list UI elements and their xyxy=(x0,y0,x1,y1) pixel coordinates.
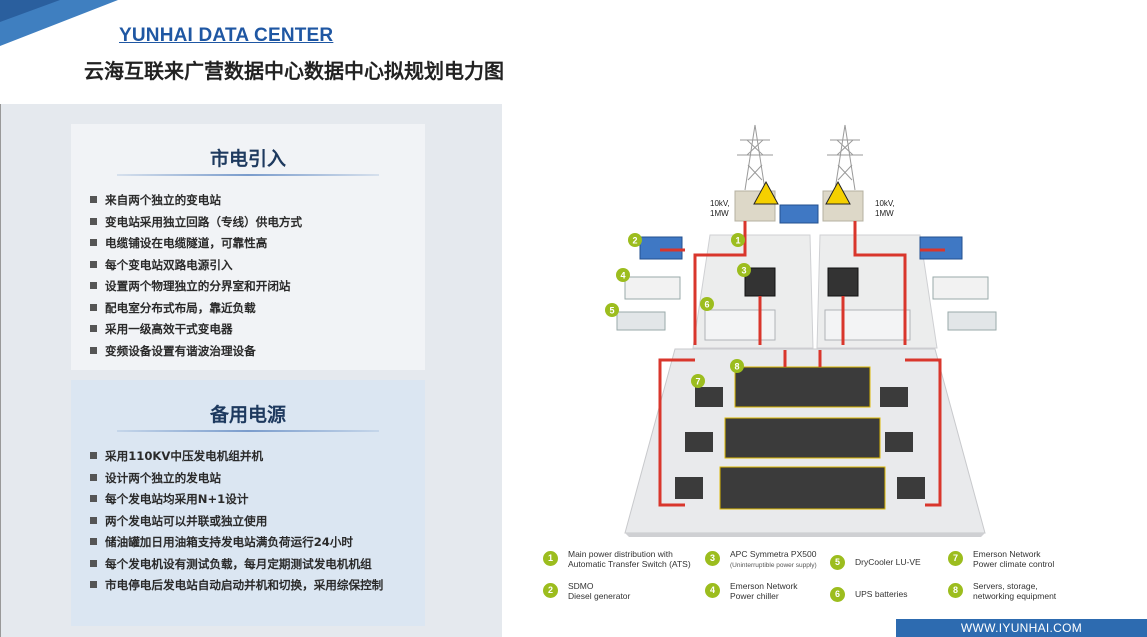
marker-2: 2 xyxy=(628,233,642,247)
svg-text:8: 8 xyxy=(734,362,739,372)
drycooler-left xyxy=(616,311,666,331)
supply-label-left-kv: 10kV, xyxy=(710,199,730,208)
marker-1: 1 xyxy=(731,233,745,247)
bullet-square-icon xyxy=(90,196,97,203)
chiller-left xyxy=(624,276,681,300)
list-item: 每个发电站均采用N+1设计 xyxy=(90,489,425,511)
bullet-square-icon xyxy=(90,260,97,268)
battery-rack-right xyxy=(824,309,911,341)
generator-left xyxy=(639,236,683,260)
bullet-square-icon xyxy=(90,495,97,502)
drycooler-right xyxy=(947,311,997,331)
svg-text:2: 2 xyxy=(632,236,637,246)
climate-unit-6 xyxy=(897,477,925,499)
list-item: 每个变电站双路电源引入 xyxy=(90,255,425,277)
floor-shadow xyxy=(625,533,985,537)
panel-grid-power: 市电引入 来自两个独立的变电站 变电站采用独立回路（专线）供电方式 电缆铺设在电… xyxy=(71,124,425,370)
marker-7: 7 xyxy=(691,374,705,388)
marker-8: 8 xyxy=(730,359,744,373)
server-row-2 xyxy=(724,417,881,459)
server-row-3 xyxy=(719,466,886,510)
hazard-icon-left xyxy=(753,180,779,205)
list-item: 设置两个物理独立的分界室和开闭站 xyxy=(90,276,425,298)
climate-unit-5 xyxy=(885,432,913,452)
supply-label-right-kv: 10kV, xyxy=(875,199,895,208)
legend-badge: 8 xyxy=(948,583,963,598)
generator-right xyxy=(919,236,963,260)
switchgear-center xyxy=(779,204,819,224)
svg-text:5: 5 xyxy=(609,306,614,316)
list-item: 来自两个独立的变电站 xyxy=(90,190,425,212)
list-item: 配电室分布式布局，靠近负载 xyxy=(90,298,425,320)
bullet-square-icon xyxy=(90,516,97,524)
bullet-square-icon xyxy=(90,282,97,289)
chiller-right xyxy=(932,276,989,300)
panel-heading: 备用电源 xyxy=(209,404,286,426)
legend-badge: 5 xyxy=(830,555,845,570)
heading-underline xyxy=(117,174,379,176)
bullet-square-icon xyxy=(90,325,97,332)
bullet-square-icon xyxy=(90,346,97,354)
bullet-square-icon xyxy=(90,239,97,246)
page-title: 云海互联来广营数据中心数据中心拟规划电力图 xyxy=(84,59,504,83)
battery-rack-left xyxy=(704,309,776,341)
heading-underline xyxy=(117,430,379,432)
list-item: 设计两个独立的发电站 xyxy=(90,468,425,490)
ups-right xyxy=(827,267,859,297)
list-item: 每个发电机设有测试负载，每月定期测试发电机机组 xyxy=(90,554,425,576)
list-item: 电缆铺设在电缆隧道，可靠性高 xyxy=(90,233,425,255)
bullet-square-icon xyxy=(90,538,97,545)
bullet-square-icon xyxy=(90,559,97,567)
legend-badge: 3 xyxy=(705,551,720,566)
footer-url[interactable]: WWW.IYUNHAI.COM xyxy=(896,619,1147,637)
legend-badge: 1 xyxy=(543,551,558,566)
supply-label-left-mw: 1MW xyxy=(710,209,729,218)
panel-list: 采用110KV中压发电机组并机 设计两个独立的发电站 每个发电站均采用N+1设计… xyxy=(71,446,425,597)
marker-4: 4 xyxy=(616,268,630,282)
svg-text:6: 6 xyxy=(704,300,709,310)
legend-badge: 2 xyxy=(543,583,558,598)
bullet-square-icon xyxy=(90,452,97,459)
server-row-1 xyxy=(734,366,871,408)
list-item: 储油罐加日用油箱支持发电站满负荷运行24小时 xyxy=(90,532,425,554)
svg-text:4: 4 xyxy=(620,271,625,281)
list-item: 变电站采用独立回路（专线）供电方式 xyxy=(90,212,425,234)
svg-text:1: 1 xyxy=(735,236,740,246)
left-border xyxy=(0,104,1,637)
climate-unit-1 xyxy=(695,387,723,407)
bullet-square-icon xyxy=(90,473,97,481)
svg-text:7: 7 xyxy=(695,377,700,387)
brand-name: YUNHAI DATA CENTER xyxy=(119,25,334,46)
power-cables xyxy=(658,221,945,507)
marker-6: 6 xyxy=(700,297,714,311)
climate-unit-4 xyxy=(880,387,908,407)
climate-unit-3 xyxy=(675,477,703,499)
panel-backup-power: 备用电源 采用110KV中压发电机组并机 设计两个独立的发电站 每个发电站均采用… xyxy=(71,380,425,626)
legend-badge: 7 xyxy=(948,551,963,566)
list-item: 采用一级高效干式变电器 xyxy=(90,319,425,341)
power-layout-diagram: 10kV, 1MW 10kV, 1MW 1 2 3 4 5 6 7 xyxy=(605,124,997,537)
list-item: 两个发电站可以并联或独立使用 xyxy=(90,511,425,533)
supply-label-right-mw: 1MW xyxy=(875,209,894,218)
bullet-square-icon xyxy=(90,581,97,588)
power-tower-right xyxy=(827,124,863,191)
climate-unit-2 xyxy=(685,432,713,452)
bullet-square-icon xyxy=(90,303,97,311)
list-item: 采用110KV中压发电机组并机 xyxy=(90,446,425,468)
bullet-square-icon xyxy=(90,217,97,225)
hazard-icon-right xyxy=(825,180,851,205)
power-tower-left xyxy=(737,124,773,191)
panel-list: 来自两个独立的变电站 变电站采用独立回路（专线）供电方式 电缆铺设在电缆隧道，可… xyxy=(71,190,425,362)
marker-3: 3 xyxy=(737,263,751,277)
legend-badge: 4 xyxy=(705,583,720,598)
list-item: 变频设备设置有谐波治理设备 xyxy=(90,341,425,363)
list-item: 市电停电后发电站自动启动并机和切换，采用综保控制 xyxy=(90,575,425,597)
corner-decoration-dark xyxy=(0,0,60,22)
marker-5: 5 xyxy=(605,303,619,317)
svg-text:3: 3 xyxy=(741,266,746,276)
panel-heading: 市电引入 xyxy=(209,148,286,170)
legend-badge: 6 xyxy=(830,587,845,602)
